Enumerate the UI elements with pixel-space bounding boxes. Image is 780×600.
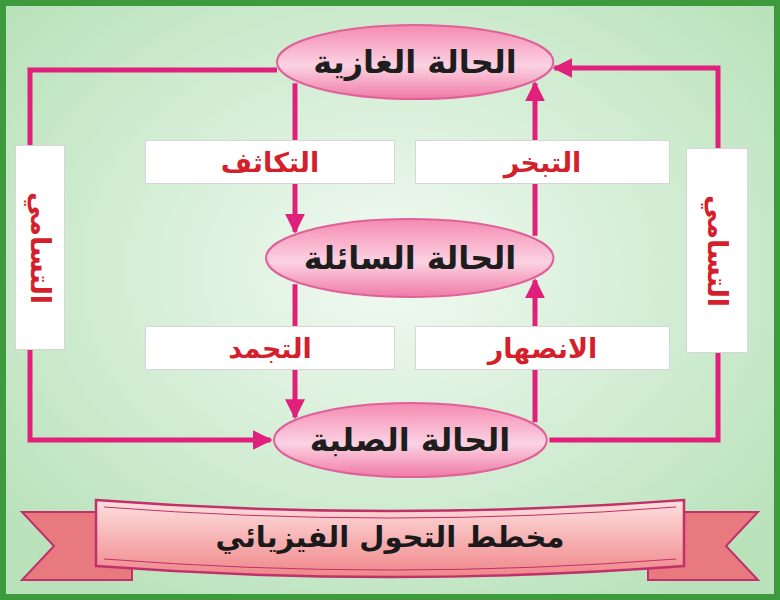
process-arrow bbox=[30, 70, 277, 440]
process-box: التسامي bbox=[15, 145, 65, 350]
process-name: الانصهار bbox=[488, 333, 598, 364]
process-name: التسامي bbox=[702, 194, 733, 306]
frame bbox=[3, 3, 777, 597]
process-box: الانصهار bbox=[415, 326, 670, 370]
process-name: التكاثف bbox=[221, 147, 320, 178]
state-ellipse: الحالة الغازية bbox=[276, 24, 554, 100]
state-name: الحالة السائلة bbox=[304, 239, 517, 277]
process-name: التجمد bbox=[228, 333, 312, 364]
state-ellipse: الحالة السائلة bbox=[265, 218, 554, 298]
process-box: التبخر bbox=[415, 140, 670, 184]
title-banner: مخطط التحول الفيزيائي bbox=[120, 511, 660, 563]
process-box: التجمد bbox=[145, 326, 395, 370]
process-box: التسامي bbox=[686, 148, 748, 353]
state-name: الحالة الصلبة bbox=[310, 421, 511, 459]
process-box: التكاثف bbox=[145, 140, 395, 184]
state-name: الحالة الغازية bbox=[313, 43, 517, 81]
state-ellipse: الحالة الصلبة bbox=[273, 402, 548, 478]
process-name: التبخر bbox=[504, 147, 582, 178]
ribbon bbox=[22, 500, 758, 580]
process-name: التسامي bbox=[25, 191, 56, 303]
diagram-title: مخطط التحول الفيزيائي bbox=[216, 520, 565, 554]
